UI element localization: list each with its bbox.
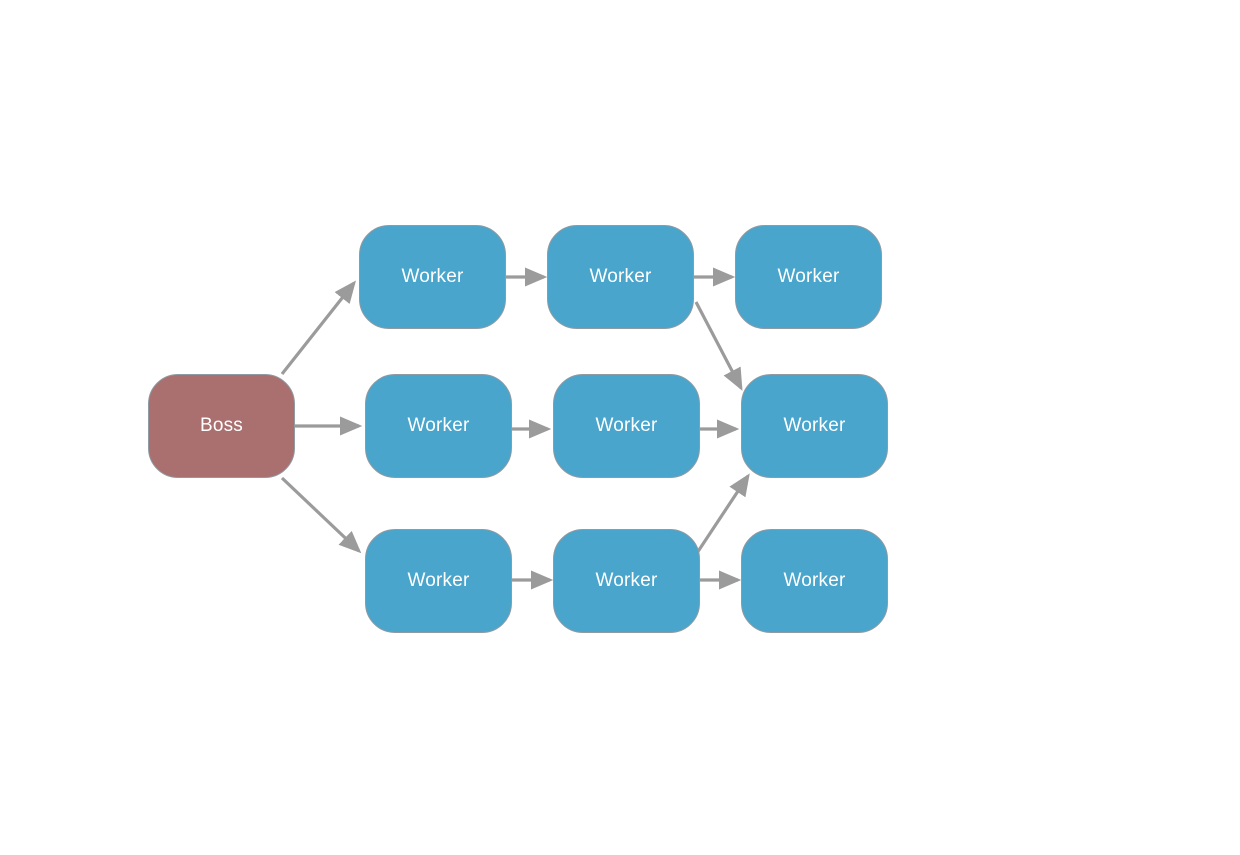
worker-node-row3-col1: Worker bbox=[365, 529, 512, 633]
worker-label: Worker bbox=[589, 266, 652, 287]
worker-node-row1-col3: Worker bbox=[735, 225, 882, 329]
worker-node-row1-col2: Worker bbox=[547, 225, 694, 329]
worker-node-row3-col3: Worker bbox=[741, 529, 888, 633]
worker-node-row3-col2: Worker bbox=[553, 529, 700, 633]
worker-node-row2-col3: Worker bbox=[741, 374, 888, 478]
worker-label: Worker bbox=[783, 415, 846, 436]
worker-label: Worker bbox=[407, 415, 470, 436]
worker-label: Worker bbox=[595, 570, 658, 591]
worker-node-row2-col1: Worker bbox=[365, 374, 512, 478]
worker-label: Worker bbox=[407, 570, 470, 591]
arrow-boss-to-worker-bottom bbox=[280, 476, 362, 554]
worker-label: Worker bbox=[783, 570, 846, 591]
boss-label: Boss bbox=[199, 415, 244, 436]
boss-node: Boss bbox=[148, 374, 295, 478]
arrow-w2-to-w6 bbox=[694, 301, 743, 391]
worker-node-row2-col2: Worker bbox=[553, 374, 700, 478]
worker-label: Worker bbox=[595, 415, 658, 436]
arrow-w8-to-w6 bbox=[695, 473, 750, 554]
worker-node-row1-col1: Worker bbox=[359, 225, 506, 329]
arrow-boss-to-worker-top bbox=[280, 280, 356, 375]
worker-label: Worker bbox=[401, 266, 464, 287]
worker-label: Worker bbox=[777, 266, 840, 287]
